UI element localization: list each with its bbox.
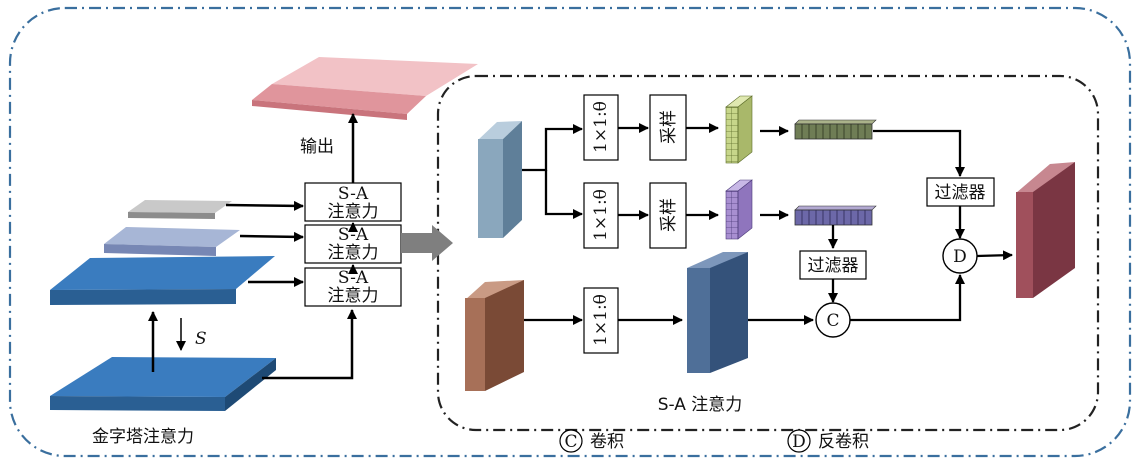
legend-conv-symbol: C bbox=[564, 432, 577, 452]
purple-grid-block bbox=[725, 179, 753, 240]
sample-box-top: 采样 bbox=[649, 94, 687, 161]
deconv-node-label: D bbox=[953, 247, 967, 267]
gray-plane bbox=[128, 200, 232, 219]
mid-blue-plane bbox=[104, 227, 240, 256]
sample-box-top-label: 采样 bbox=[659, 110, 679, 144]
sample-box-mid-label: 采样 bbox=[659, 198, 679, 232]
arrow-deconv-to-output bbox=[976, 250, 1013, 261]
green-grid-block bbox=[725, 95, 753, 164]
output-feature-cube bbox=[1016, 162, 1075, 298]
arrow-gray-to-sa bbox=[225, 200, 304, 211]
brown-feature-cube bbox=[465, 280, 524, 391]
concat-node: C bbox=[815, 302, 851, 338]
output-label: 输出 bbox=[300, 137, 334, 157]
arrow-bar-to-filter-top bbox=[873, 129, 965, 177]
navy-feature-cube bbox=[687, 252, 748, 373]
branch-mid bbox=[544, 170, 583, 219]
sa-box-mid: S-A 注意力 bbox=[304, 224, 402, 264]
legend-deconv: D 反卷积 bbox=[787, 429, 869, 453]
deconv-node: D bbox=[942, 238, 978, 274]
sa-box-mid-line1: S-A bbox=[338, 225, 369, 245]
legend-conv-text: 卷积 bbox=[590, 432, 624, 452]
conv-box-mid-label: 1×1:θ bbox=[591, 189, 611, 241]
bottom-blue-plane bbox=[50, 357, 276, 411]
filter-box-mid: 过滤器 bbox=[799, 250, 867, 280]
arrow-concat-to-deconv bbox=[850, 274, 965, 322]
legend-deconv-text: 反卷积 bbox=[818, 432, 869, 452]
filter-box-mid-label: 过滤器 bbox=[808, 256, 859, 276]
conv-box-bottom: 1×1:θ bbox=[583, 287, 619, 354]
pyramid-caption: 金字塔注意力 bbox=[92, 427, 194, 447]
sa-box-bottom-line2: 注意力 bbox=[328, 286, 379, 306]
module-caption: S-A 注意力 bbox=[658, 395, 743, 415]
legend-deconv-symbol: D bbox=[792, 432, 806, 452]
filter-box-top-label: 过滤器 bbox=[935, 183, 986, 203]
conv-box-top-label: 1×1:θ bbox=[591, 101, 611, 153]
branch-top bbox=[522, 124, 583, 172]
arrow-bottom-to-sa bbox=[262, 309, 357, 380]
sa-box-bottom: S-A 注意力 bbox=[304, 267, 402, 307]
purple-feature-bar bbox=[794, 205, 877, 226]
sa-module-border bbox=[436, 74, 1100, 432]
outer-border bbox=[8, 6, 1132, 458]
concat-node-label: C bbox=[826, 311, 839, 331]
expand-arrow bbox=[401, 225, 453, 261]
input-feature-cube bbox=[478, 121, 522, 238]
sa-box-mid-line2: 注意力 bbox=[328, 243, 379, 263]
conv-box-mid: 1×1:θ bbox=[583, 182, 619, 249]
large-blue-plane bbox=[50, 256, 275, 305]
sa-box-top-line1: S-A bbox=[338, 184, 369, 204]
sa-box-top: S-A 注意力 bbox=[304, 182, 402, 222]
scale-symbol: S bbox=[195, 329, 207, 349]
sample-box-mid: 采样 bbox=[649, 182, 687, 249]
conv-box-top: 1×1:θ bbox=[583, 94, 619, 161]
arrow-mid-to-sa bbox=[239, 231, 304, 242]
output-plane bbox=[252, 57, 478, 120]
sa-box-bottom-line1: S-A bbox=[338, 268, 369, 288]
green-feature-bar bbox=[794, 119, 877, 140]
legend-conv: C 卷积 bbox=[559, 429, 624, 453]
conv-box-bottom-label: 1×1:θ bbox=[591, 294, 611, 346]
sa-box-top-line2: 注意力 bbox=[328, 202, 379, 222]
filter-box-top: 过滤器 bbox=[926, 177, 995, 207]
